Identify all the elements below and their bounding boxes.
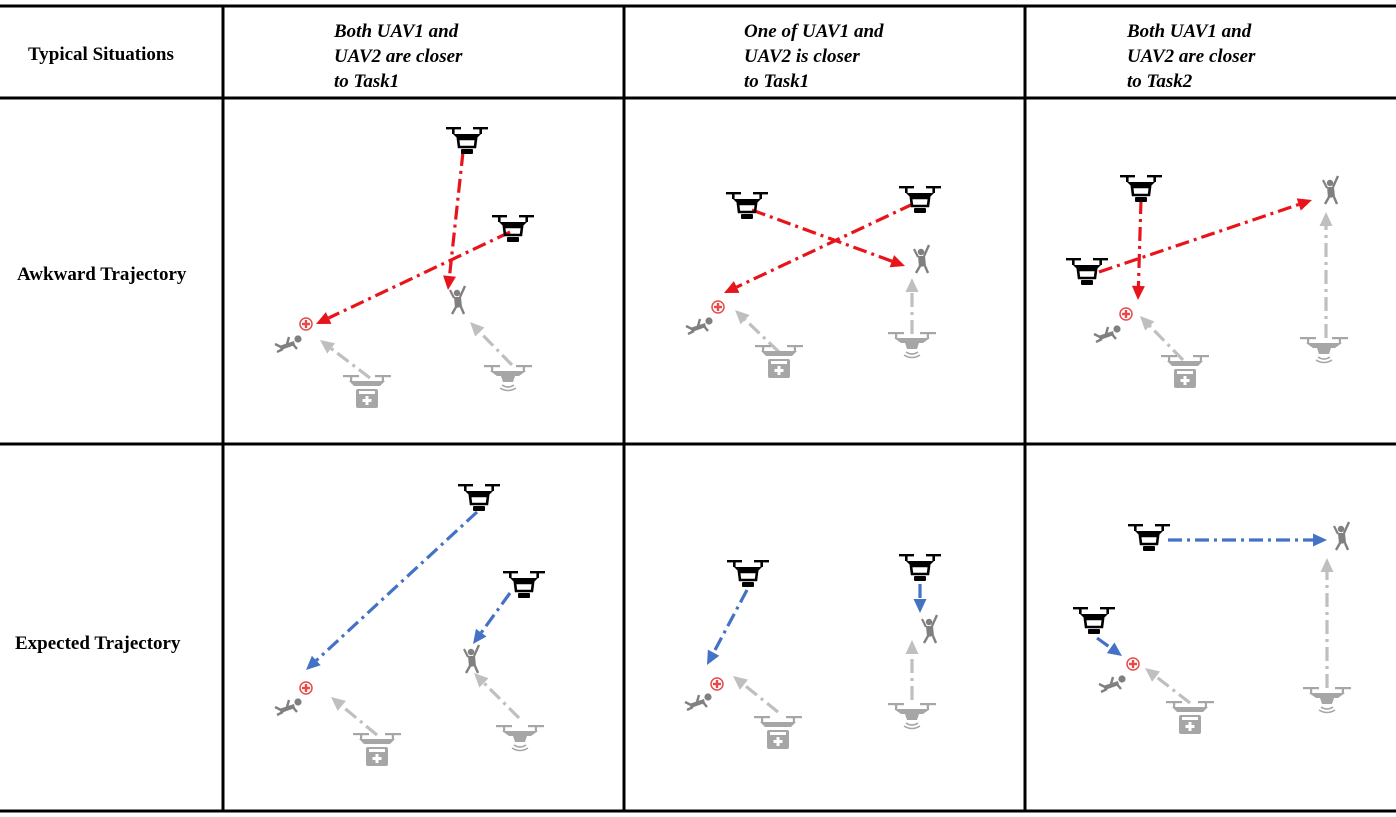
grey-arrow-cargo-c3-expected [1145,668,1191,705]
medical-cargo-drone-icon [1161,355,1209,388]
grey-arrow-signal-c1 [470,322,514,367]
corner-header: Typical Situations [28,44,174,65]
grey-arrow-signal-c3 [1319,212,1333,338]
row-label-expected: Expected Trajectory [15,633,181,654]
waving-person-icon [1332,520,1351,552]
blue-arrow-uav2-c2 [913,584,927,613]
medical-cross-icon [1119,307,1133,321]
medical-cross-icon [299,317,313,331]
quadcopter-drone-icon [1072,605,1116,636]
signal-drone-icon [483,364,533,392]
grey-arrow-cargo-c2 [735,310,781,354]
signal-drone-icon [495,724,545,752]
signal-drone-icon [887,331,937,359]
quadcopter-drone-icon [457,482,501,513]
column-header-3-line-3: to Task2 [1127,71,1193,92]
column-header-2-line-3: to Task1 [744,71,810,92]
medical-cross-icon [1126,657,1140,671]
injured-person-icon [273,697,303,716]
column-header-2-line-2: UAV2 is closer [744,46,860,67]
injured-person-icon [1097,674,1127,693]
signal-drone-icon [1302,686,1352,714]
waving-person-icon [462,643,481,675]
red-arrow-uav2-c2 [724,202,914,293]
injured-person-icon [683,692,713,711]
waving-person-icon [1321,174,1340,206]
waving-person-icon [448,284,467,316]
column-header-3-line-2: UAV2 are closer [1127,46,1256,67]
trajectory-paths [306,151,1334,737]
column-header-1-line-3: to Task1 [334,71,400,92]
column-header-1: Both UAV1 and UAV2 are closer to Task1 [334,19,462,94]
injured-person-icon [684,316,714,335]
blue-arrow-uav1-c3 [1168,533,1327,547]
quadcopter-drone-icon [898,552,942,583]
medical-cross-icon [710,677,724,691]
quadcopter-drone-icon [1119,173,1163,204]
red-arrow-uav1-c2 [751,208,905,268]
column-header-1-line-2: UAV2 are closer [334,46,463,67]
column-header-3: Both UAV1 and UAV2 are closer to Task2 [1127,19,1255,94]
medical-cargo-drone-icon [343,375,391,408]
quadcopter-drone-icon [1127,522,1171,553]
signal-drone-icon [1299,336,1349,364]
injured-person-icon [1092,324,1122,343]
column-header-3-line-1: Both UAV1 and [1127,21,1252,42]
red-arrow-uav2-c1 [316,230,511,324]
waving-person-icon [912,243,931,275]
blue-arrow-uav1-c2 [707,589,749,665]
red-arrow-uav1-c3 [1131,199,1145,300]
red-arrow-uav2-c3 [1098,198,1312,274]
waving-person-icon [920,613,939,645]
medical-cross-icon [711,300,725,314]
scene-icons [273,125,1352,766]
grey-arrow-signal-c2 [905,278,919,334]
blue-arrow-uav1-c1 [306,510,479,670]
blue-arrow-uav2-c1 [473,592,512,644]
quadcopter-drone-icon [726,558,770,589]
grey-arrow-cargo-c2-expected [733,676,779,714]
row-label-awkward: Awkward Trajectory [17,264,187,285]
quadcopter-drone-icon [445,125,489,156]
grey-arrow-signal-c2-expected [905,640,919,700]
column-header-2: One of UAV1 and UAV2 is closer to Task1 [744,19,884,94]
red-arrow-uav1-c1 [443,151,465,290]
medical-cross-icon [299,681,313,695]
grey-arrow-signal-c1-expected [474,673,521,720]
table-grid [0,4,1396,813]
medical-cargo-drone-icon [353,733,401,766]
medical-cargo-drone-icon [754,716,802,749]
injured-person-icon [273,334,303,353]
grey-arrow-cargo-c3 [1140,316,1185,362]
grey-arrow-signal-c3-expected [1320,558,1334,688]
signal-drone-icon [887,702,937,730]
medical-cargo-drone-icon [1166,701,1214,734]
blue-arrow-uav2-c3 [1096,636,1122,656]
column-header-1-line-1: Both UAV1 and [334,21,459,42]
grey-arrow-cargo-c1 [320,340,371,380]
column-header-2-line-1: One of UAV1 and [744,21,884,42]
grey-arrow-cargo-c1-expected [331,697,379,737]
